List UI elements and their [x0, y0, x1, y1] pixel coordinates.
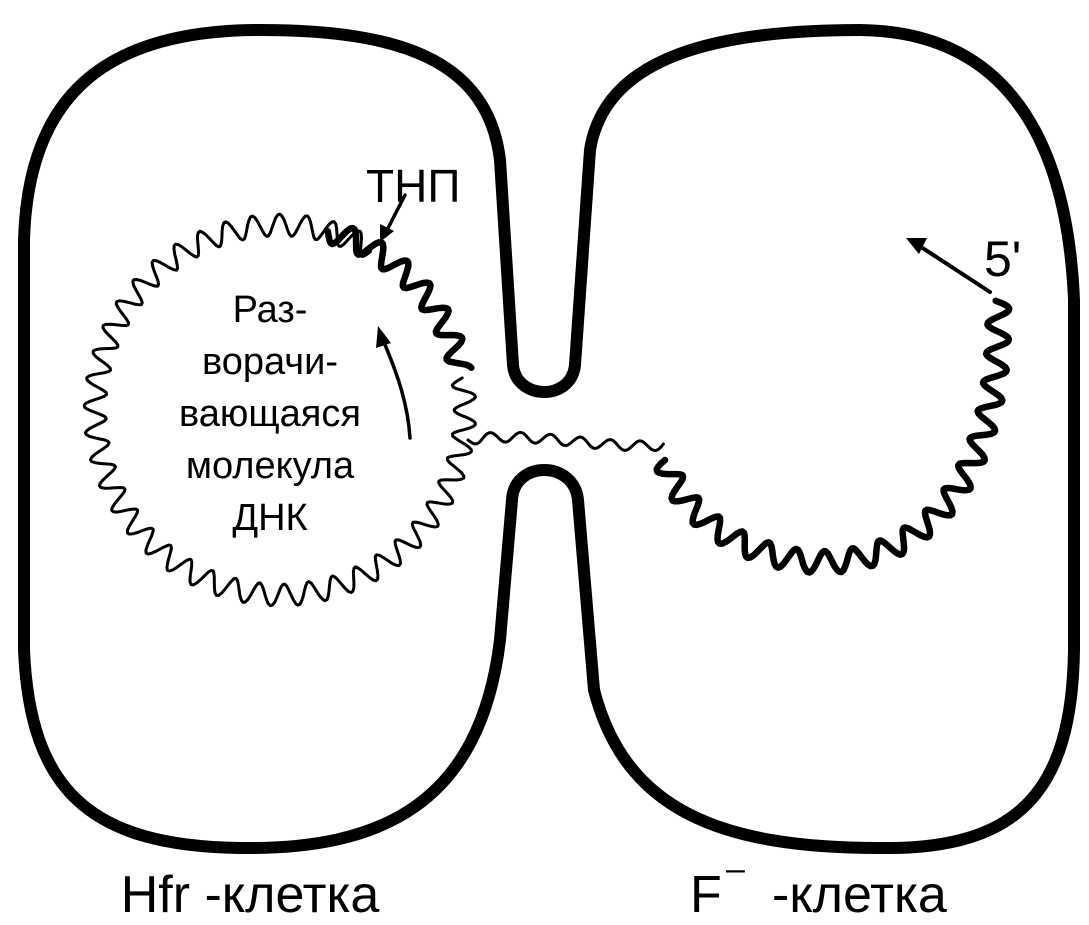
cell-outlines [24, 30, 1074, 848]
unwinding-line-2: ворачи- [202, 341, 338, 383]
f-minus-suffix: -клетка [772, 866, 947, 924]
synthesized-strand-left [328, 228, 471, 368]
hfr-cell-label: Hfr -клетка [121, 866, 380, 924]
dna-strand [468, 432, 663, 450]
tnp-label: ТНП [366, 160, 460, 212]
unwinding-line-5: ДНК [232, 497, 307, 539]
f-minus-superscript: – [726, 850, 745, 888]
f-minus-letter: F [690, 866, 722, 924]
unwinding-line-3: вающаяся [179, 393, 361, 435]
unwinding-molecule-label: Раз- ворачи- вающаяся молекула ДНК [179, 289, 361, 539]
transferred-strand-helix [657, 301, 1009, 573]
transferred-strand-bridge [468, 432, 663, 450]
dna-strand [328, 228, 471, 368]
unwinding-line-1: Раз- [233, 289, 308, 331]
unwinding-direction-arrow [376, 326, 410, 438]
dna-strand [657, 301, 1009, 573]
unwinding-line-4: молекула [186, 445, 355, 487]
f-minus-cell-label: F – -клетка [690, 850, 947, 924]
five-prime-label: 5' [984, 231, 1021, 287]
five-prime-arrow [906, 238, 990, 292]
